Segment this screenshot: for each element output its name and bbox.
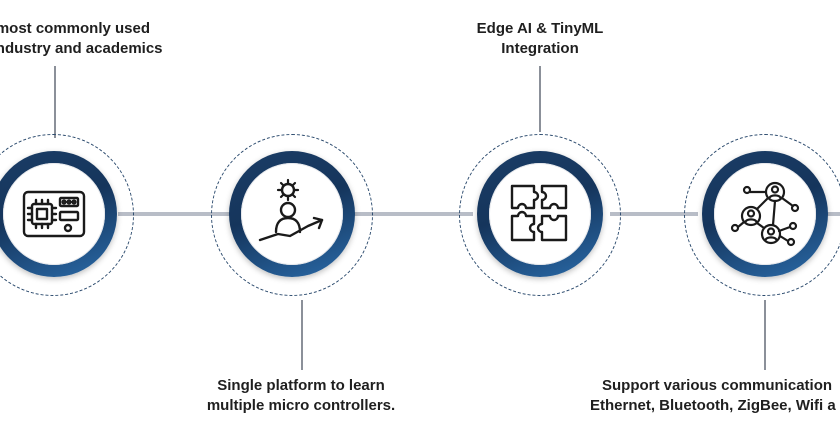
caption-line: Single platform to learn xyxy=(217,377,385,394)
person-gear-growth-icon xyxy=(258,178,324,242)
step-4-dashed-ring xyxy=(684,134,840,296)
step-2-dashed-ring xyxy=(211,134,373,296)
step-4-caption: Support various communication Ethernet, … xyxy=(590,376,840,416)
caption-line: multiple micro controllers. xyxy=(206,397,396,414)
step-2-icon-holder xyxy=(241,163,343,265)
step-2-ring xyxy=(229,151,355,277)
callout-line xyxy=(539,66,541,132)
connector-line xyxy=(345,212,473,216)
step-2-caption: Single platform to learn multiple micro … xyxy=(176,376,426,416)
network-users-icon xyxy=(730,181,800,247)
circuit-board-icon xyxy=(22,190,86,238)
step-4-ring xyxy=(702,151,828,277)
caption-line: ller in industry and academics xyxy=(0,40,163,57)
step-3-icon-holder xyxy=(489,163,591,265)
caption-line: Edge AI & TinyML xyxy=(476,20,604,37)
callout-line xyxy=(301,300,303,370)
callout-line xyxy=(54,66,56,138)
caption-line: Support various communication xyxy=(602,377,833,394)
step-3-dashed-ring xyxy=(459,134,621,296)
puzzle-pieces-icon xyxy=(510,184,568,242)
step-1-icon-holder xyxy=(3,163,105,265)
caption-line: over most commonly used xyxy=(0,20,151,37)
step-4-icon-holder xyxy=(714,163,816,265)
step-1-caption: over most commonly used ller in industry… xyxy=(0,19,230,59)
step-1-ring xyxy=(0,151,117,277)
connector-line xyxy=(610,212,698,216)
caption-line: Integration xyxy=(501,40,579,57)
caption-line: Ethernet, Bluetooth, ZigBee, Wifi a xyxy=(590,397,836,414)
callout-line xyxy=(764,300,766,370)
connector-line xyxy=(118,212,238,216)
step-3-ring xyxy=(477,151,603,277)
step-3-caption: Edge AI & TinyML Integration xyxy=(440,19,640,59)
